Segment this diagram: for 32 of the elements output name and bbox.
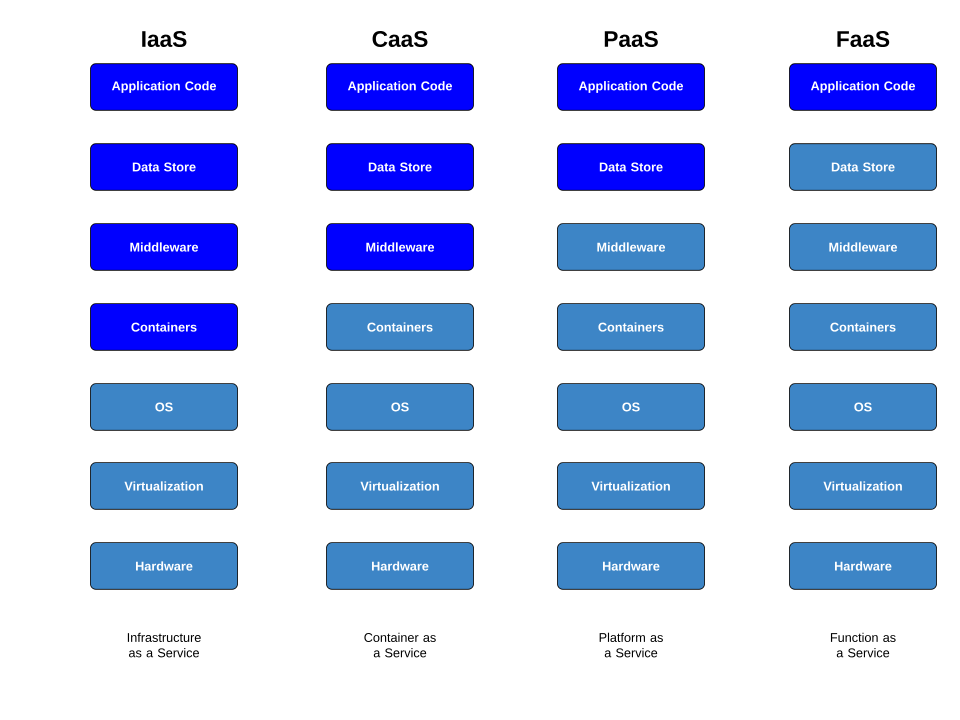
caption: Function as a Service: [830, 632, 896, 658]
layer-box: OS: [789, 383, 937, 431]
layer-box: Hardware: [90, 542, 238, 590]
layer-box: Containers: [90, 303, 238, 351]
layer-box: Hardware: [326, 542, 474, 590]
layer-box: Middleware: [326, 223, 474, 271]
caption: Platform as a Service: [600, 632, 663, 658]
layer-box: Middleware: [557, 223, 705, 271]
layer-box: OS: [557, 383, 705, 431]
layer-box: Virtualization: [557, 462, 705, 510]
layer-box: Middleware: [90, 223, 238, 271]
layer-box: OS: [326, 383, 474, 431]
layer-box: Application Code: [326, 63, 474, 111]
layer-box: Hardware: [789, 542, 937, 590]
layer-box: Application Code: [90, 63, 238, 111]
layer-box: Virtualization: [90, 462, 238, 510]
caption: Infrastructure as a Service: [128, 632, 201, 658]
layer-box: Virtualization: [326, 462, 474, 510]
layer-box: Data Store: [326, 143, 474, 191]
caption: Container as a Service: [364, 632, 436, 658]
layer-box: Containers: [789, 303, 937, 351]
layer-box: Data Store: [90, 143, 238, 191]
layer-box: OS: [90, 383, 238, 431]
layer-box: Hardware: [557, 542, 705, 590]
layer-box: Data Store: [789, 143, 937, 191]
layer-box: Data Store: [557, 143, 705, 191]
layer-box: Application Code: [789, 63, 937, 111]
layer-box: Virtualization: [789, 462, 937, 510]
layer-box: Application Code: [557, 63, 705, 111]
layer-box: Middleware: [789, 223, 937, 271]
layer-box: Containers: [557, 303, 705, 351]
layer-box: Containers: [326, 303, 474, 351]
